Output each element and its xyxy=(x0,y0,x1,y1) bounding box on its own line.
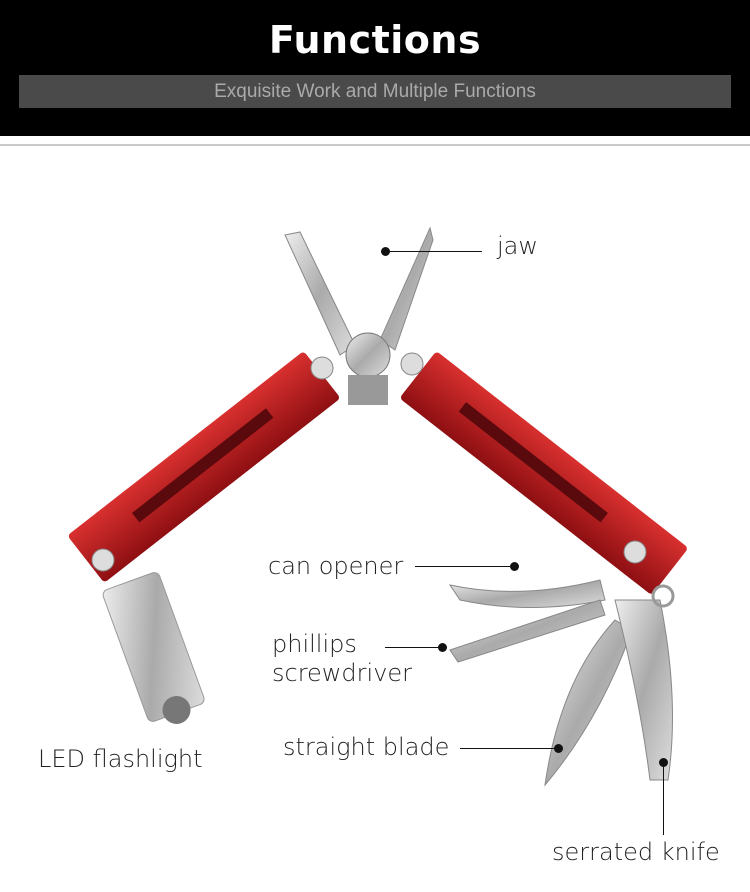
serrated-knife-leader-line xyxy=(663,763,664,835)
straight-blade-marker xyxy=(554,744,563,753)
jaw-leader-line xyxy=(386,251,482,252)
label-can-opener: can opener xyxy=(268,552,404,580)
divider xyxy=(0,144,750,146)
multitool-image xyxy=(68,226,687,787)
straight-blade-leader-line xyxy=(460,748,556,749)
label-led-flashlight: LED flashlight xyxy=(38,745,203,773)
can-opener-marker xyxy=(510,562,519,571)
can-opener-leader-line xyxy=(415,566,512,567)
serrated-knife-marker xyxy=(659,758,668,767)
label-phillips-line2: screwdriver xyxy=(272,659,413,687)
label-serrated-knife: serrated knife xyxy=(552,838,720,866)
label-phillips-line1: phillips xyxy=(272,630,357,658)
label-jaw: jaw xyxy=(497,232,539,260)
jaw-marker xyxy=(381,247,390,256)
label-straight-blade: straight blade xyxy=(283,733,450,761)
page-title: Functions xyxy=(268,18,482,62)
subtitle-bar: Exquisite Work and Multiple Functions xyxy=(19,75,731,108)
phillips-marker xyxy=(438,643,447,652)
phillips-leader-line xyxy=(385,647,440,648)
header-banner: Functions Exquisite Work and Multiple Fu… xyxy=(0,0,750,136)
label-phillips-screwdriver: phillips screwdriver xyxy=(272,630,412,688)
